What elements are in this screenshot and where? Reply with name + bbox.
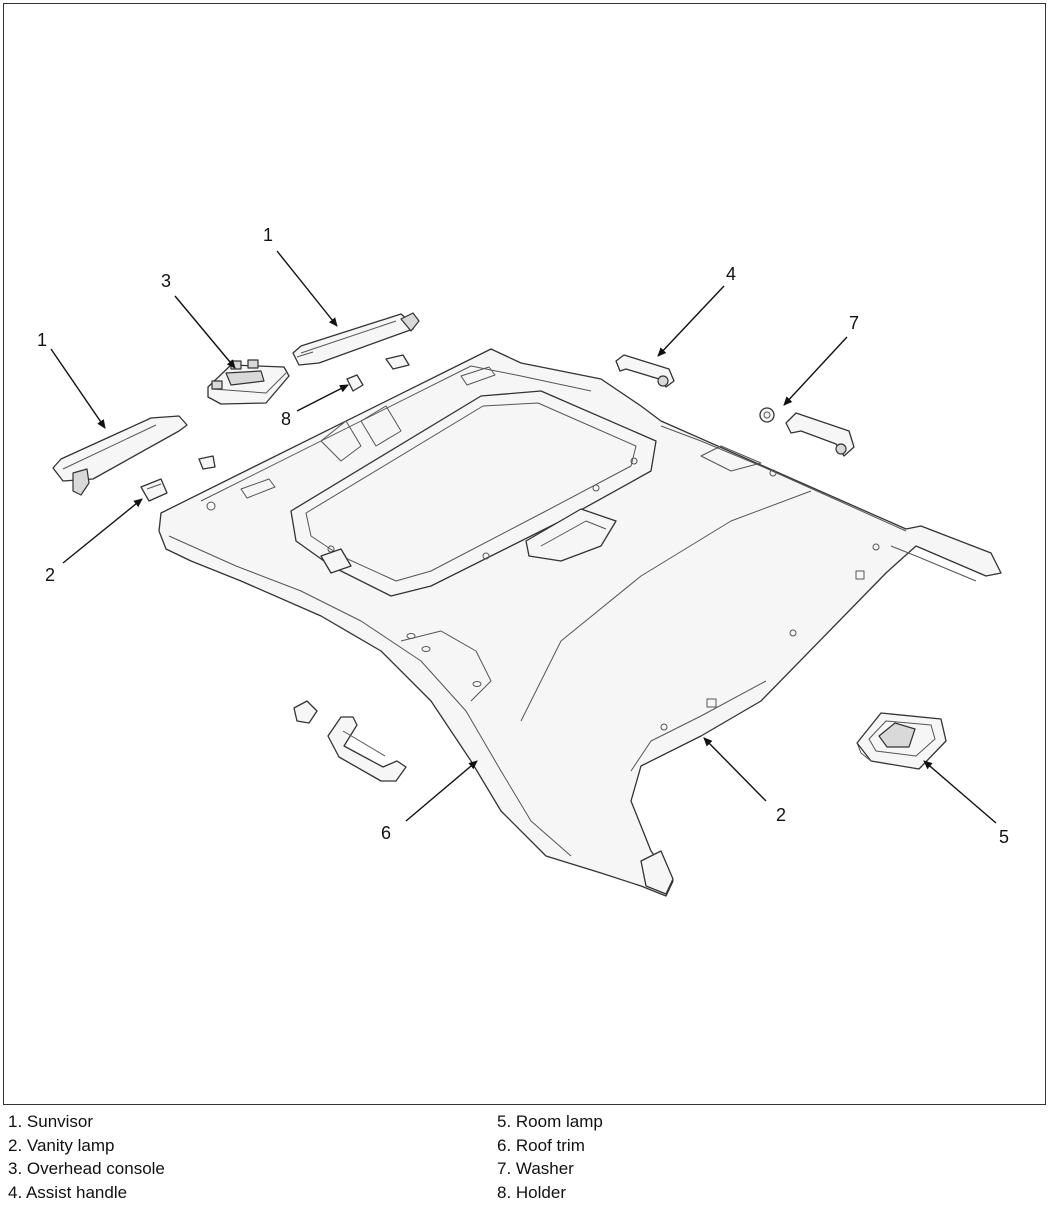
- vanity-lamp: [140, 478, 168, 502]
- leader-2-left: [62, 498, 143, 564]
- leader-2-right: [703, 737, 767, 802]
- leader-1-left: [50, 348, 106, 429]
- callout-3: 3: [161, 271, 171, 291]
- assist-handle-upper: [615, 354, 675, 388]
- callout-5: 5: [999, 827, 1009, 847]
- legend-item: 7. Washer: [497, 1159, 574, 1178]
- holder-parts: [198, 354, 410, 724]
- washer: [759, 407, 775, 423]
- legend-item: 8. Holder: [497, 1182, 566, 1202]
- legend-item: 5. Room lamp: [497, 1112, 603, 1131]
- callout-1-upper: 1: [263, 225, 273, 245]
- room-lamp: [856, 712, 947, 770]
- legend-item: 3. Overhead console: [8, 1159, 165, 1178]
- overhead-console: [207, 359, 290, 405]
- leader-4: [657, 285, 725, 357]
- legend-column-left: 1. Sunvisor 2. Vanity lamp 3. Overhead c…: [8, 1110, 165, 1204]
- callout-2-right: 2: [776, 805, 786, 825]
- callout-7: 7: [849, 313, 859, 333]
- leader-8: [296, 384, 349, 412]
- leader-3: [174, 295, 236, 369]
- callout-4: 4: [726, 264, 736, 284]
- sunvisor-left: [52, 415, 188, 496]
- legend-item: 6. Roof trim: [497, 1135, 585, 1155]
- exploded-view-diagram: 1 1 2 2 3 4 5 6 7 8: [37, 225, 1009, 897]
- callout-2-left: 2: [45, 565, 55, 585]
- diagram-frame: 1 1 2 2 3 4 5 6 7 8: [3, 3, 1046, 1105]
- parts-legend: 1. Sunvisor 2. Vanity lamp 3. Overhead c…: [0, 1110, 1050, 1206]
- sunvisor-upper: [292, 312, 420, 366]
- legend-column-right: 5. Room lamp 6. Roof trim 7. Washer 8. H…: [497, 1110, 603, 1204]
- roof-trim: [158, 348, 1002, 897]
- leader-1-upper: [276, 250, 338, 327]
- legend-item: 2. Vanity lamp: [8, 1135, 115, 1155]
- leader-6: [405, 760, 478, 822]
- leader-7: [783, 336, 848, 406]
- assist-handle-lower: [327, 716, 407, 782]
- leader-5: [923, 760, 997, 824]
- legend-item: 4. Assist handle: [8, 1182, 128, 1202]
- assist-handle-right: [785, 412, 855, 457]
- callout-6: 6: [381, 823, 391, 843]
- callout-8: 8: [281, 409, 291, 429]
- callout-1-left: 1: [37, 330, 47, 350]
- legend-item: 1. Sunvisor: [8, 1112, 94, 1131]
